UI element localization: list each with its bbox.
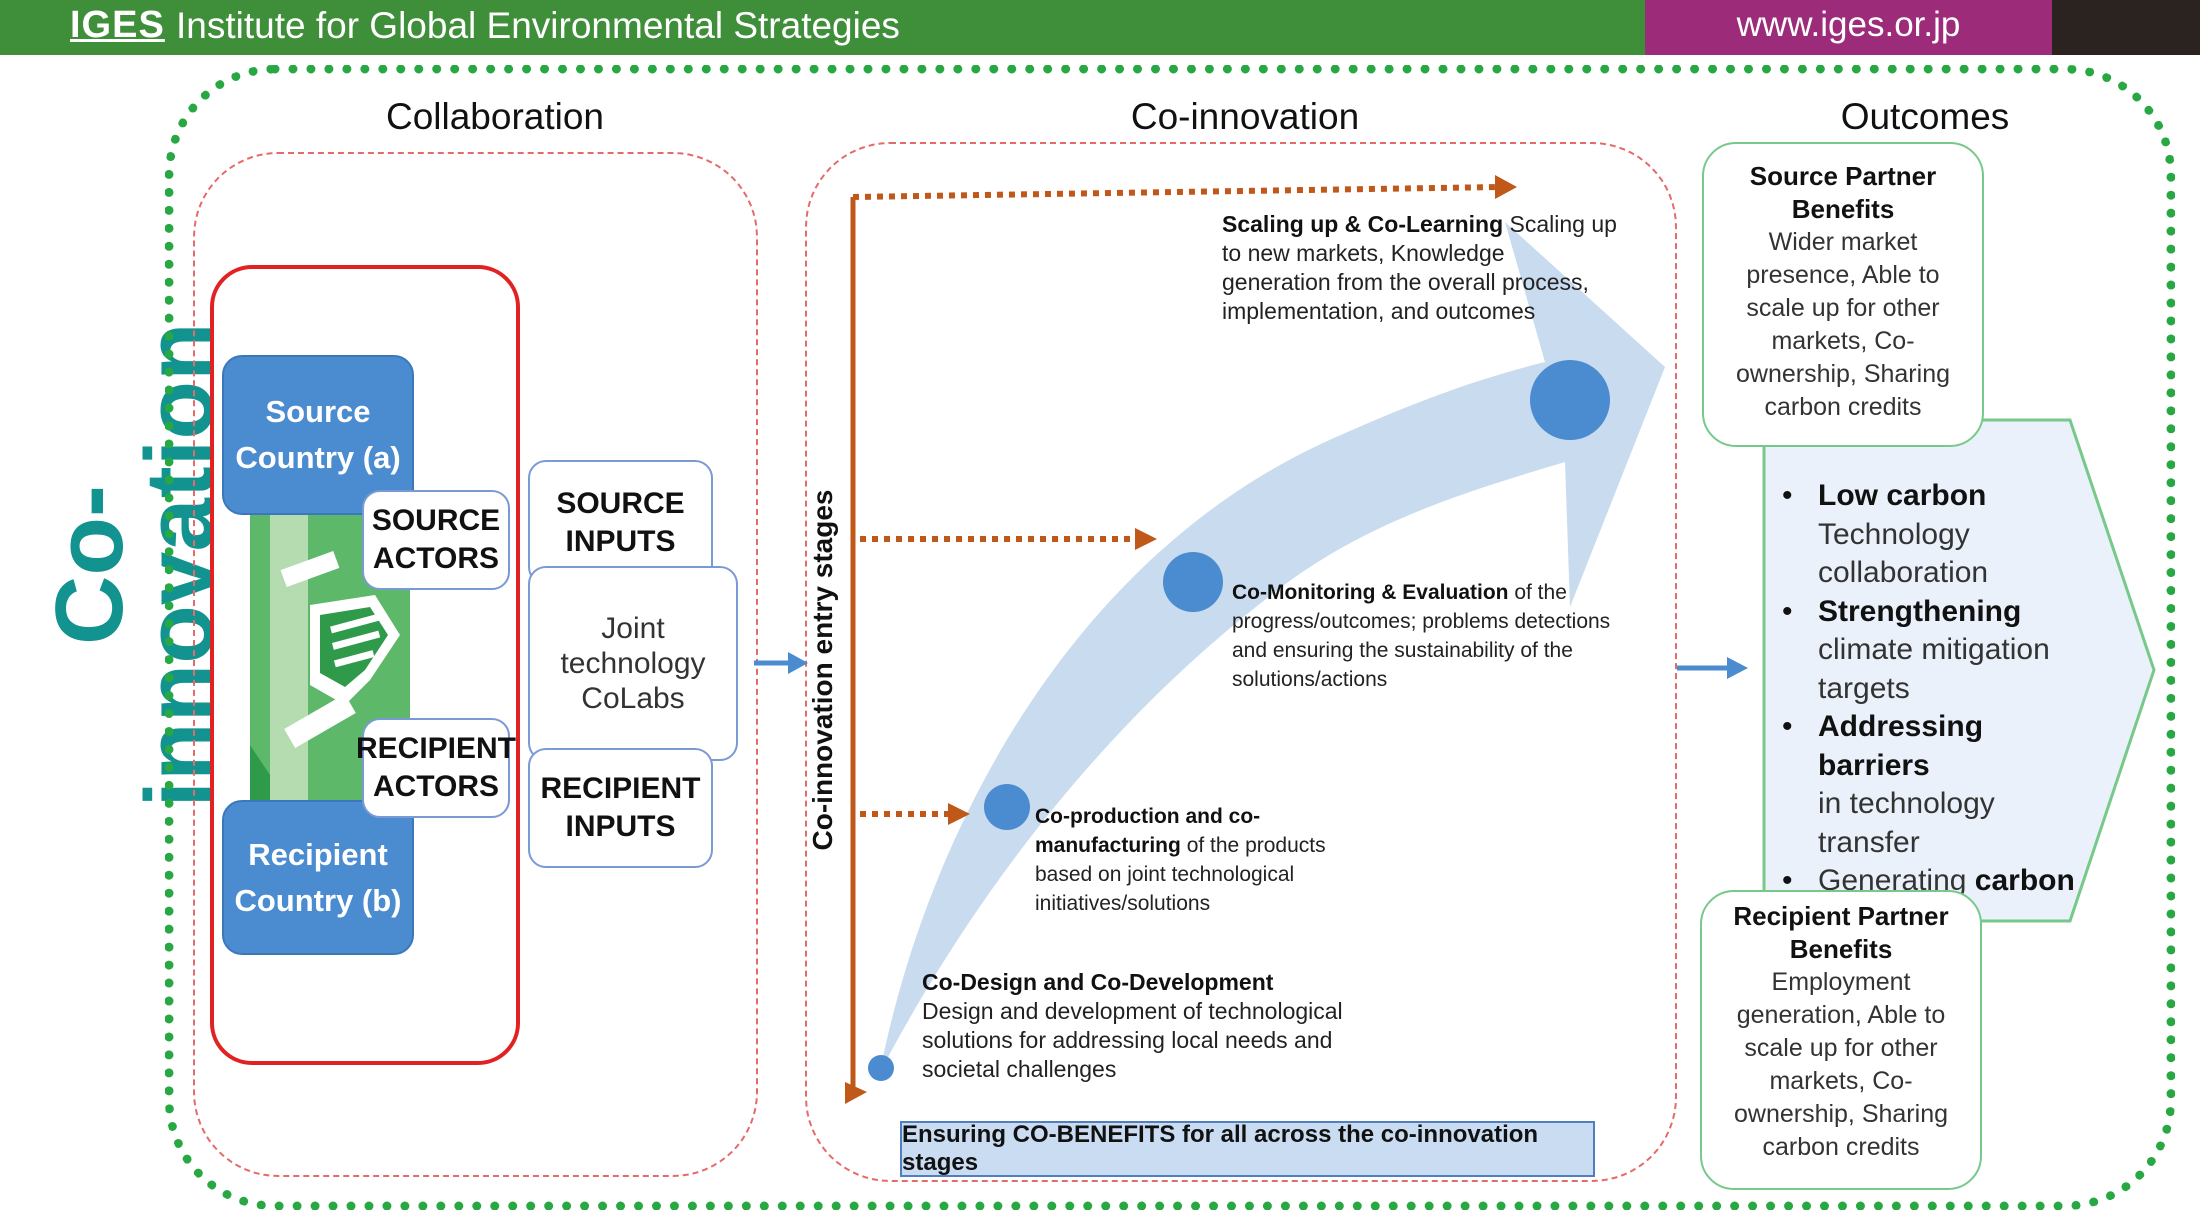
- source-actors-box: SOURCE ACTORS: [362, 490, 510, 590]
- section-title-collaboration: Collaboration: [385, 96, 605, 137]
- source-benefits-title: Source Partner Benefits: [1749, 161, 1937, 224]
- joint-line1: Joint: [601, 612, 665, 645]
- iges-logo: IGES: [70, 4, 165, 46]
- source-benefits-body: Wider market presence, Able to scale up …: [1735, 228, 1950, 421]
- bullet-low-carbon-bold: Low carbon: [1818, 479, 1987, 512]
- bullet-low-carbon-rest: Technology collaboration: [1818, 517, 1989, 590]
- header-url-bar: [1645, 0, 2052, 55]
- recipient-country-line2: Country (b): [234, 882, 402, 918]
- bullet-barriers-bold: Addressing barriers: [1818, 710, 1984, 782]
- stage-scaling-title: Scaling up & Co-Learning: [1222, 211, 1504, 237]
- source-actors-line1: SOURCE: [371, 504, 501, 537]
- source-actors-line2: ACTORS: [372, 542, 500, 575]
- source-inputs-line2: INPUTS: [565, 524, 676, 558]
- stage-scaling-body: Scaling up to new markets, Knowledge gen…: [1222, 211, 1617, 324]
- stage-coproduction-title: Co-production and co-manufacturing: [1035, 805, 1261, 857]
- cobenefits-bar: Ensuring CO-BENEFITS for all across the …: [900, 1121, 1595, 1177]
- stage-monitoring-body: of the progress/outcomes; problems detec…: [1232, 581, 1611, 691]
- recipient-country-line1: Recipient: [248, 836, 388, 872]
- partnership-frame: [210, 265, 520, 1065]
- bullet-strengthening: Strengthening climate mitigation targets: [1770, 593, 2100, 709]
- recipient-actors-line1: RECIPIENT: [355, 732, 517, 765]
- curved-arrow-icon: [880, 222, 1665, 1072]
- recipient-actors-box: RECIPIENT ACTORS: [356, 718, 516, 818]
- recipient-inputs-line1: RECIPIENT: [540, 772, 701, 805]
- bullet-strengthening-rest: climate mitigation targets: [1818, 633, 2050, 705]
- bullet-barriers-rest: in technology transfer: [1818, 787, 1995, 859]
- stage-coproduction: Co-production and co-manufacturing of th…: [1035, 802, 1365, 918]
- recipient-inputs-box: RECIPIENT INPUTS: [528, 748, 713, 868]
- side-title: Co-innovation: [36, 322, 233, 808]
- header-corner: [2052, 0, 2200, 55]
- arrow-right-icon: [754, 652, 808, 674]
- recipient-benefits-body: Employment generation, Able to scale up …: [1733, 968, 1948, 1161]
- stage-codesign-title: Co-Design and Co-Development: [922, 969, 1274, 995]
- joint-line2: technology: [560, 647, 706, 680]
- recipient-benefits-title: Recipient Partner Benefits: [1733, 901, 1949, 964]
- coinnovation-stage-diagram: [845, 175, 1665, 1104]
- stage-monitoring: Co-Monitoring & Evaluation of the progre…: [1232, 578, 1612, 694]
- header-title: Institute for Global Environmental Strat…: [176, 5, 900, 46]
- source-country-line1: Source: [265, 394, 371, 429]
- section-title-coinnovation: Co-innovation: [1130, 96, 1360, 137]
- recipient-benefits-box: Recipient Partner Benefits Employment ge…: [1700, 890, 1982, 1190]
- outer-dotted-border: [165, 65, 2175, 1210]
- header-url: www.iges.or.jp: [1736, 5, 1961, 44]
- stage-monitoring-title: Co-Monitoring & Evaluation: [1232, 581, 1509, 604]
- section-title-outcomes: Outcomes: [1840, 96, 2010, 137]
- source-country-line2: Country (a): [235, 440, 401, 475]
- arrow-right-icon: [1677, 657, 1748, 679]
- recipient-actors-line2: ACTORS: [372, 770, 500, 803]
- joint-line3: CoLabs: [581, 682, 685, 715]
- stage-coproduction-body: of the products based on joint technolog…: [1035, 834, 1326, 915]
- source-inputs-line1: SOURCE: [556, 486, 685, 520]
- stage-scaling: Scaling up & Co-Learning Scaling up to n…: [1222, 210, 1617, 326]
- header-bar: [0, 0, 1645, 55]
- recipient-inputs-line2: INPUTS: [565, 810, 676, 843]
- stage-codesign-body: Design and development of technological …: [922, 998, 1343, 1082]
- entry-stages-axis-label: Co-innovation entry stages: [807, 489, 838, 851]
- source-benefits-box: Source Partner Benefits Wider market pre…: [1702, 142, 1984, 447]
- bullet-strengthening-bold: Strengthening: [1818, 594, 2022, 628]
